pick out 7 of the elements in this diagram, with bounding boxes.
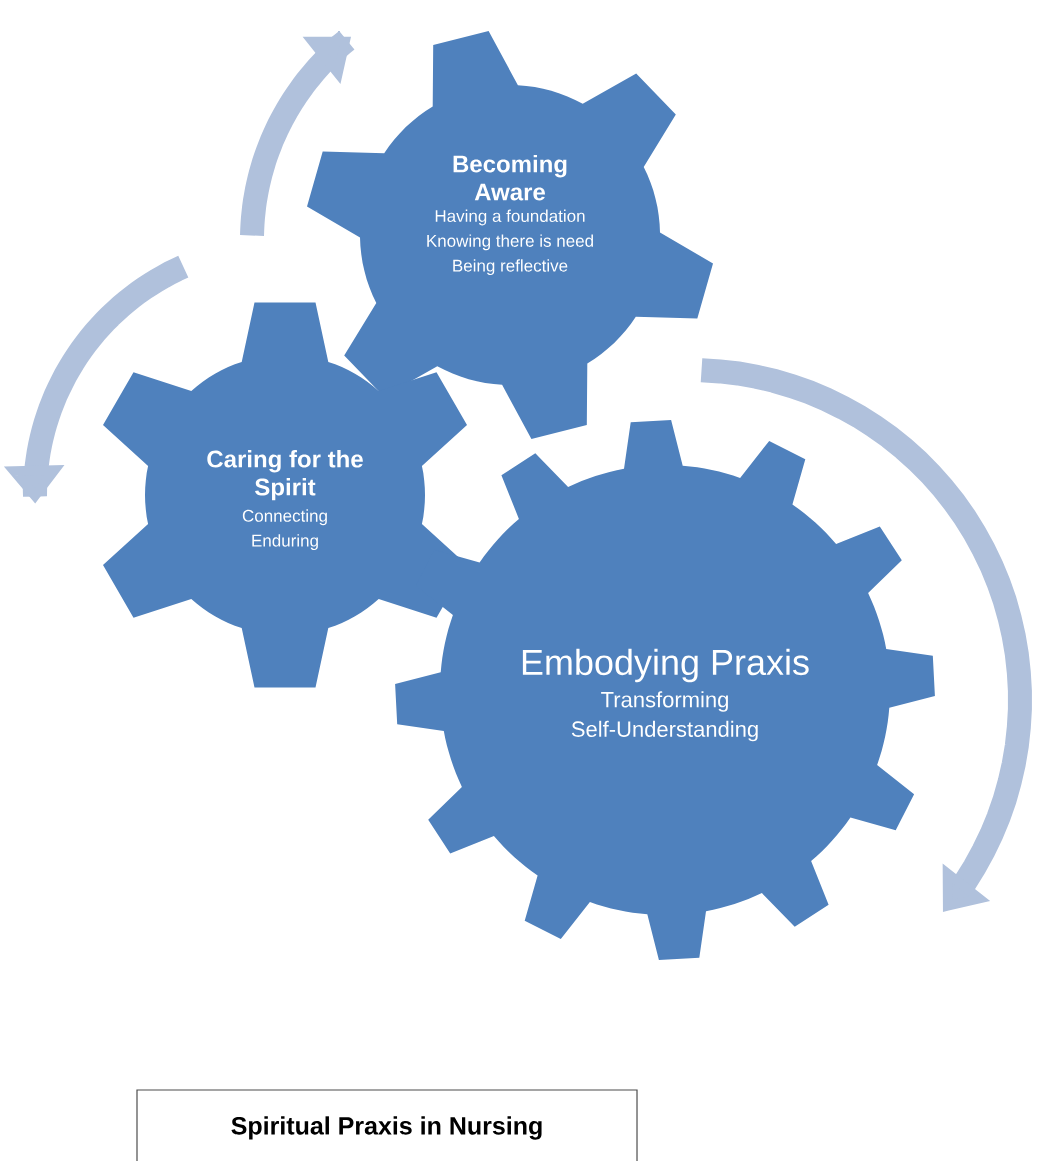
gear: Embodying Praxis Transforming Self-Understanding bbox=[395, 420, 935, 960]
node-label: Enduring bbox=[252, 534, 318, 551]
gear: Becoming Aware Having a foundation Knowing there is need Being reflective bbox=[307, 31, 713, 439]
node-label: Connecting bbox=[242, 509, 327, 526]
node-label: Caring for the Spirit bbox=[207, 449, 363, 501]
title-box: Spiritual Praxis in Nursing bbox=[136, 1089, 638, 1161]
gear: Caring for the Spirit Connecting Enduring bbox=[103, 302, 467, 688]
